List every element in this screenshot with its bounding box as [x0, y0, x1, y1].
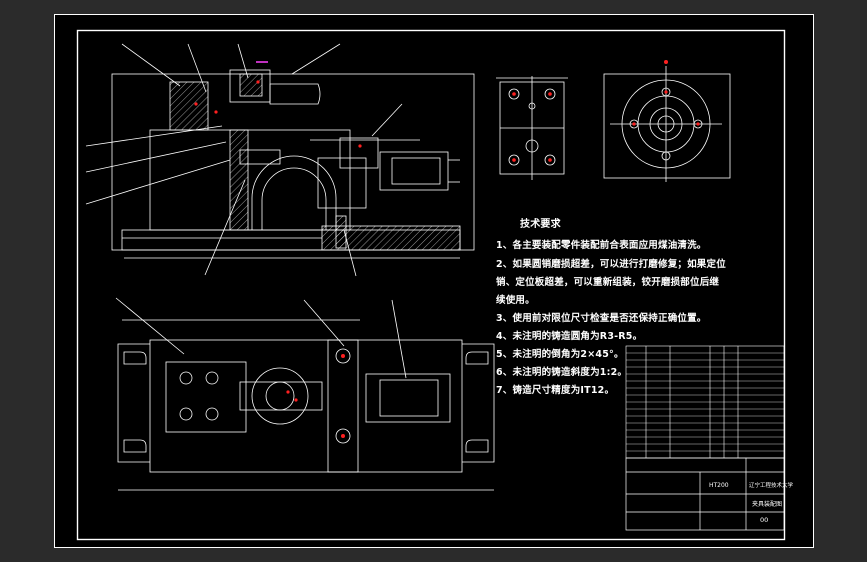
clamp-arm — [269, 83, 321, 105]
leader-2 — [187, 43, 207, 93]
leader-8 — [371, 103, 403, 137]
fixture-body — [149, 129, 351, 231]
right-plate-hole — [335, 348, 351, 364]
top-flange-outer — [251, 367, 309, 425]
tech-requirement-2b: 销、定位板超差，可以重新组装，铰开磨损部位后继 — [496, 277, 720, 288]
top-view-right-ear — [462, 343, 495, 463]
red-mark — [214, 110, 218, 114]
top-view-left-ear — [117, 343, 150, 463]
workpiece-view — [603, 66, 731, 182]
side-view — [496, 76, 568, 180]
top-cylinder-body — [379, 379, 439, 417]
right-slot-bottom — [465, 439, 489, 453]
clamp-bar — [239, 381, 323, 411]
title-drawing-name: 夹具装配图 — [752, 500, 782, 508]
arch-cutout — [251, 155, 337, 230]
right-plate — [327, 339, 359, 473]
side-view-red-marks — [512, 92, 552, 162]
side-bolt-hole — [544, 88, 556, 100]
leader-7 — [85, 159, 231, 205]
cylinder-body — [391, 157, 441, 185]
title-school: 辽宁工程技术大学 — [749, 481, 794, 489]
leader-3 — [237, 43, 249, 79]
top-hole — [205, 407, 219, 421]
tech-requirement-7: 7、铸造尺寸精度为IT12。 — [496, 385, 615, 396]
red-mark — [664, 90, 668, 94]
leader-top-1 — [115, 297, 185, 355]
top-hole — [179, 407, 193, 421]
workpiece-outline — [603, 73, 731, 179]
red-mark — [548, 92, 552, 96]
side-bolt-hole — [508, 154, 520, 166]
parts-list-rows — [626, 352, 784, 452]
cylinder-mount — [339, 137, 379, 169]
leader-4 — [291, 43, 341, 75]
tech-requirement-2a: 2、如果圆销磨损超差，可以进行打磨修复；如果定位 — [496, 259, 726, 270]
tech-requirement-6: 6、未注明的铸造斜度为1:2。 — [496, 367, 628, 378]
leader-top-2 — [303, 299, 345, 347]
top-cylinder — [365, 373, 451, 423]
left-block — [165, 361, 247, 433]
left-slot-top — [123, 351, 147, 365]
title-block — [625, 457, 785, 531]
leader-6 — [85, 141, 227, 173]
tech-requirement-5: 5、未注明的倒角为2×45°。 — [496, 349, 624, 360]
title-drawing-code: 00 — [760, 516, 768, 524]
arch-inner — [261, 167, 327, 230]
red-mark — [358, 144, 362, 148]
red-mark — [194, 102, 198, 106]
front-view-red-marks — [194, 80, 362, 148]
right-bracket — [317, 157, 367, 209]
clamp-hatch — [239, 73, 263, 97]
front-view — [85, 43, 475, 277]
top-view-red-marks — [286, 354, 345, 438]
top-view-base — [149, 339, 463, 473]
tech-requirement-2c: 续使用。 — [496, 295, 535, 306]
inner-frame — [76, 29, 786, 541]
red-mark — [512, 92, 516, 96]
leader-10 — [343, 229, 357, 277]
side-center-hole — [525, 139, 539, 153]
red-mark — [341, 434, 345, 438]
left-slot-bottom — [123, 439, 147, 453]
title-material: HT200 — [709, 482, 729, 489]
red-mark — [696, 122, 700, 126]
outer-border — [54, 14, 814, 548]
side-small-hole — [528, 102, 536, 110]
spindle — [239, 149, 281, 165]
red-mark — [256, 80, 260, 84]
tech-requirements-title: 技术要求 — [520, 219, 561, 230]
red-mark — [664, 60, 668, 64]
side-bolt-hole — [544, 154, 556, 166]
red-mark — [512, 158, 516, 162]
top-view — [115, 297, 495, 491]
leader-9 — [204, 179, 246, 276]
red-mark — [294, 398, 298, 402]
top-hole — [179, 371, 193, 385]
locating-pin-hatch — [335, 215, 347, 249]
air-cylinder — [379, 151, 449, 191]
side-bolt-hole — [508, 88, 520, 100]
red-mark — [341, 354, 345, 358]
red-mark — [632, 122, 636, 126]
tech-requirement-3: 3、使用前对限位尺寸检查是否还保持正确位置。 — [496, 313, 707, 324]
tech-requirement-4: 4、未注明的铸造圆角为R3-R5。 — [496, 331, 643, 342]
center-post-hatch — [229, 129, 249, 231]
red-mark — [286, 390, 290, 394]
top-hole — [205, 371, 219, 385]
leader-1 — [121, 43, 181, 87]
leader-5 — [85, 125, 223, 147]
workpiece-red-marks — [632, 60, 700, 126]
red-mark — [548, 158, 552, 162]
right-slot-top — [465, 351, 489, 365]
leader-top-3 — [391, 299, 407, 379]
left-column-hatch — [169, 81, 209, 131]
right-plate-hole — [335, 428, 351, 444]
tech-requirement-1: 1、各主要装配零件装配前合表面应用煤油清洗。 — [496, 240, 707, 251]
